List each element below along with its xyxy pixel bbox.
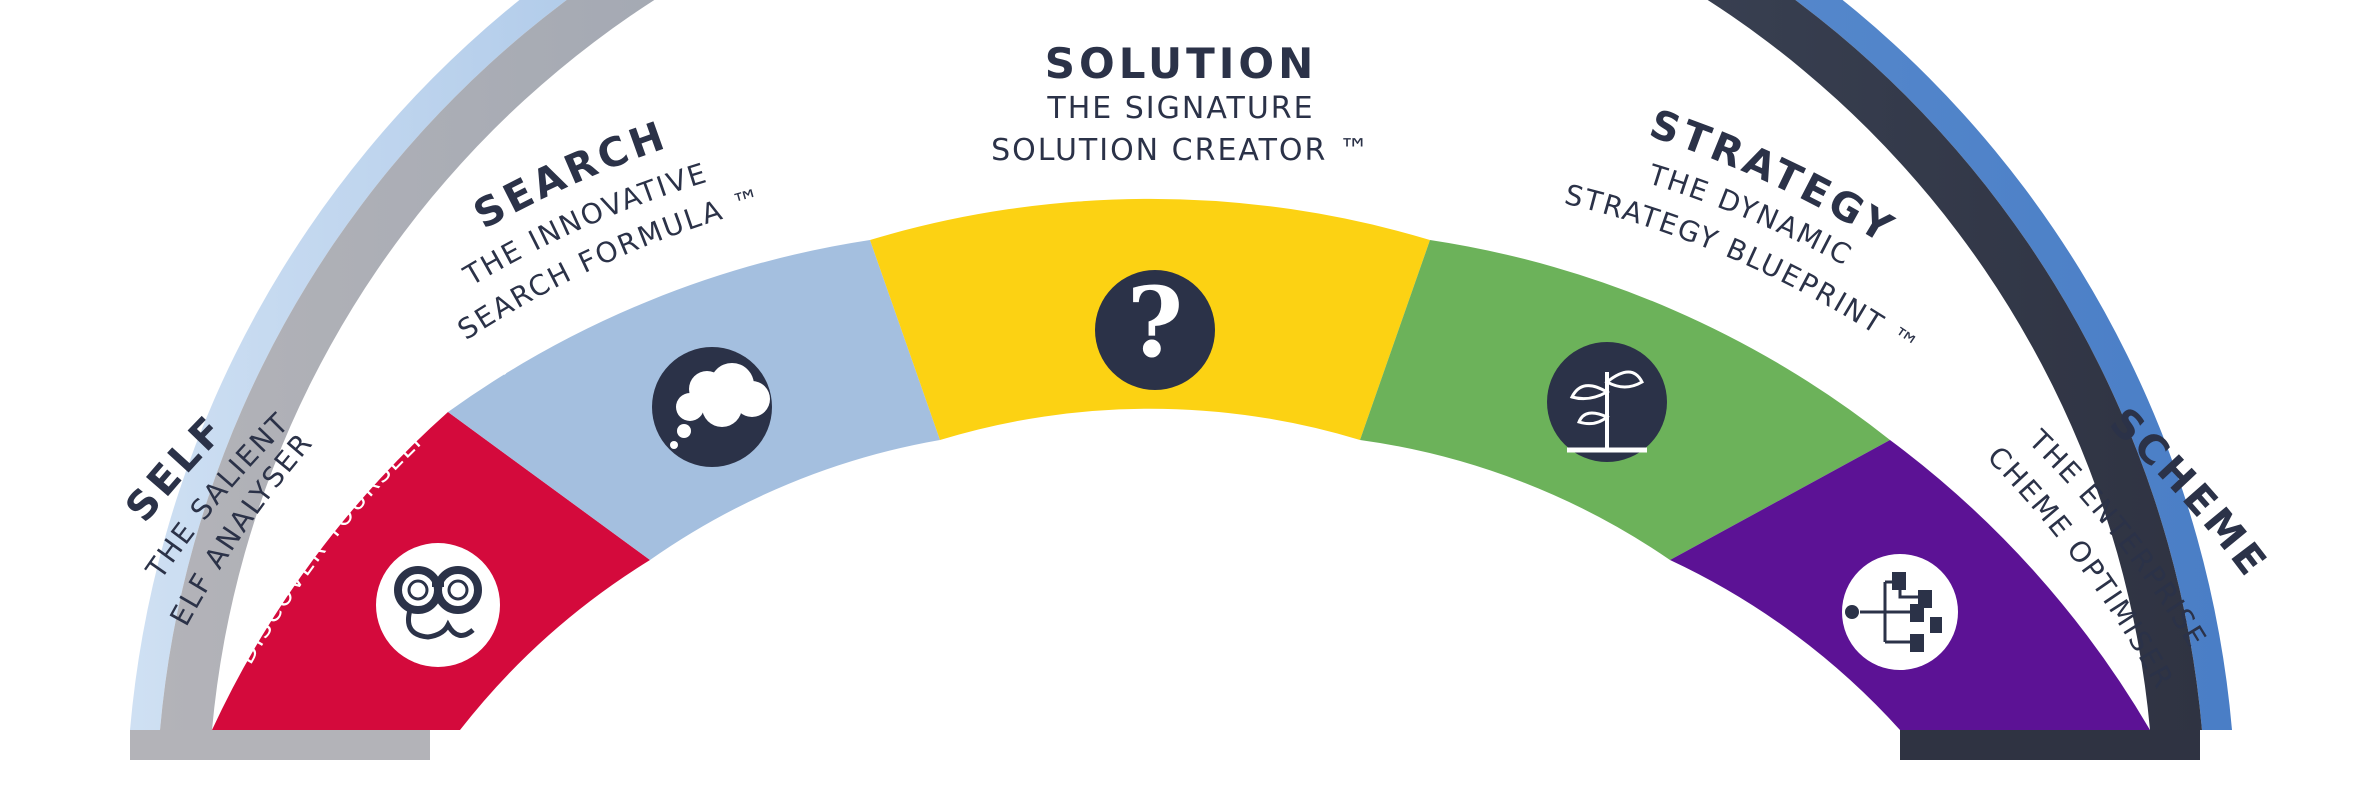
sprouting-plant-icon (1547, 342, 1667, 462)
stage-subtitle-solution-line1: THE SIGNATURE (1046, 91, 1314, 126)
stage-title-solution: SOLUTION (1045, 39, 1317, 88)
stage-subtitle-solution-line2: SOLUTION CREATOR ™ (991, 133, 1371, 168)
foot-right (1900, 730, 2200, 760)
flowchart-icon (1842, 554, 1958, 670)
question-mark-icon: ? (1095, 266, 1215, 390)
foot-left (130, 730, 430, 760)
binoculars-icon (376, 543, 500, 667)
thought-cloud-icon (652, 347, 772, 467)
svg-text:?: ? (1127, 266, 1183, 379)
